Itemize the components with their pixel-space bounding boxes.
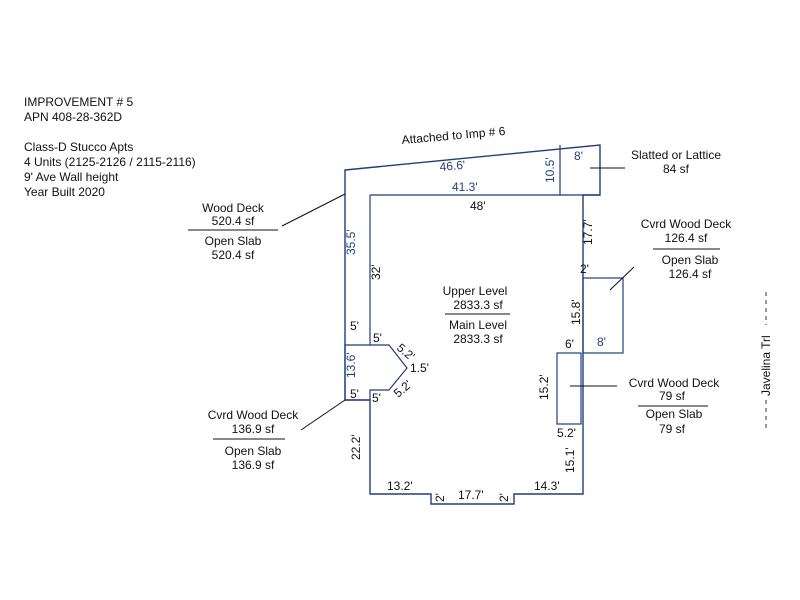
dim-15-2: 15.2' [537,374,551,400]
wood-deck-area: 520.4 sf [212,214,255,228]
dim-15-1: 15.1' [563,447,577,473]
cvrd-deck-lower-right-label: Cvrd Wood Deck 79 sf Open Slab 79 sf [570,376,720,436]
attached-note: Attached to Imp # 6 [401,124,506,147]
class-label: Class-D Stucco Apts [24,140,133,154]
main-level-area: 2833.3 sf [453,332,503,346]
dim-46-6: 46.6' [439,158,466,174]
cvrd-deck-ur-area: 126.4 sf [665,231,708,245]
street-label: Javelina Trl [759,335,773,396]
cvrd-deck-ur-name: Cvrd Wood Deck [641,217,732,231]
street: Javelina Trl [759,292,773,432]
cvrd-deck-lr-name: Cvrd Wood Deck [629,376,720,390]
wall-height-label: 9' Ave Wall height [24,170,119,184]
wood-deck-name: Wood Deck [202,201,265,215]
dim-2-right: 2' [580,262,589,276]
left-notch [344,344,370,401]
dim-1-5: 1.5' [410,361,429,375]
upper-right-deck-box [582,277,624,354]
slatted-label: Slatted or Lattice 84 sf [590,148,721,176]
dim-2-bl: 2' [433,493,447,502]
dim-41-3: 41.3' [452,180,478,194]
lower-right-deck-box [556,352,582,425]
dim-8-top: 8' [574,149,583,163]
dimension-labels: 46.6' 41.3' 48' 10.5' 8' 35.5' 32' 17.7'… [344,149,606,502]
dim-5-b: 5' [373,331,382,345]
wood-deck-left-label: Wood Deck 520.4 sf Open Slab 520.4 sf [188,193,346,262]
open-slab-ll-name: Open Slab [225,444,282,458]
cvrd-deck-ll-area: 136.9 sf [232,422,275,436]
dim-13-2: 13.2' [387,479,413,493]
cvrd-deck-upper-right-label: Cvrd Wood Deck 126.4 sf Open Slab 126.4 … [609,217,732,291]
slatted-area: 84 sf [663,162,690,176]
units-label: 4 Units (2125-2126 / 2115-2116) [24,155,196,169]
dim-5-c: 5' [350,387,359,401]
dim-48: 48' [470,199,486,213]
dim-14-3: 14.3' [534,479,560,493]
cvrd-deck-ur-leader [609,266,635,291]
wood-deck-leader [281,193,346,227]
cvrd-deck-lower-left-label: Cvrd Wood Deck 136.9 sf Open Slab 136.9 … [208,399,346,472]
dim-13-6: 13.6' [344,352,358,378]
main-level-name: Main Level [449,318,507,332]
open-slab-ur-area: 126.4 sf [669,267,712,281]
slatted-box [559,145,600,196]
open-slab-lr-area: 79 sf [659,422,686,436]
upper-level-area: 2833.3 sf [453,298,503,312]
open-slab-left-name: Open Slab [205,234,262,248]
open-slab-ur-name: Open Slab [662,253,719,267]
dim-5-d: 5' [372,391,381,405]
dim-5-a: 5' [350,319,359,333]
cvrd-deck-lr-area: 79 sf [659,389,686,403]
improvement-title: IMPROVEMENT # 5 [24,95,133,109]
main-building-label: Upper Level 2833.3 sf Main Level 2833.3 … [443,284,510,346]
year-built-label: Year Built 2020 [24,185,105,199]
upper-level-name: Upper Level [443,284,508,298]
dim-22-2: 22.2' [349,434,363,460]
dim-17-7-bottom: 17.7' [458,488,484,502]
dim-35-5: 35.5' [344,229,358,255]
dim-5-2-c: 5.2' [557,426,576,440]
apn-label: APN 408-28-362D [24,110,122,124]
cvrd-deck-ll-leader [300,399,346,431]
dim-17-7-right: 17.7' [581,219,595,245]
open-slab-ll-area: 136.9 sf [232,458,275,472]
dim-15-8: 15.8' [569,299,583,325]
header-block: IMPROVEMENT # 5 APN 408-28-362D Class-D … [24,95,196,199]
dim-5-2-b: 5.2' [391,377,415,400]
dim-8-right: 8' [597,335,606,349]
slatted-name: Slatted or Lattice [631,148,721,162]
dim-2-br: 2' [497,493,511,502]
dim-6: 6' [565,337,574,351]
cvrd-deck-ll-name: Cvrd Wood Deck [208,408,299,422]
dim-32: 32' [369,264,383,280]
open-slab-lr-name: Open Slab [646,407,703,421]
dim-10-5: 10.5' [543,157,557,183]
open-slab-left-area: 520.4 sf [212,248,255,262]
